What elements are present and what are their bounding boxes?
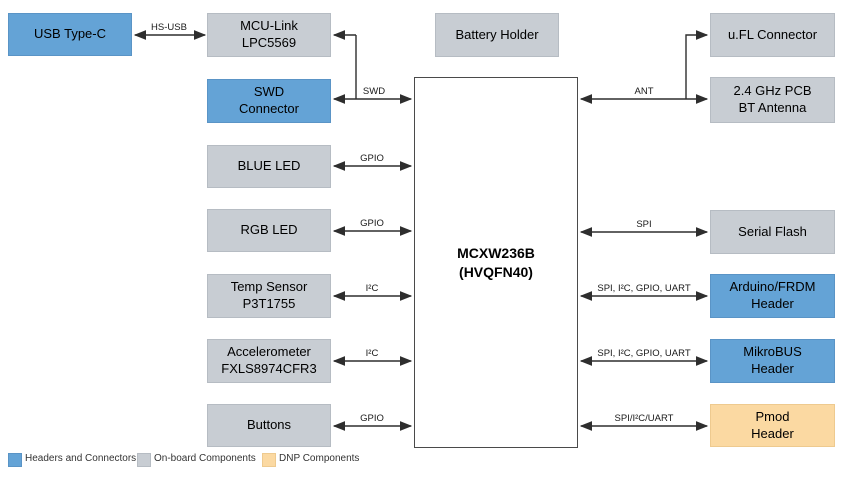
node-ufl-connector: u.FL Connector xyxy=(710,13,835,57)
node-serial-flash: Serial Flash xyxy=(710,210,835,254)
label-i2c-temp: I²C xyxy=(365,283,379,294)
node-swd-connector: SWD Connector xyxy=(207,79,331,123)
label-swd: SWD xyxy=(362,86,386,97)
label-gpio-blue: GPIO xyxy=(360,153,384,164)
label-hs-usb: HS-USB xyxy=(151,22,187,33)
legend-swatch-dnp xyxy=(262,453,276,467)
node-mikrobus-header: MikroBUS Header xyxy=(710,339,835,383)
label-gpio-buttons: GPIO xyxy=(360,413,384,424)
node-bt-antenna: 2.4 GHz PCB BT Antenna xyxy=(710,77,835,123)
node-arduino-frdm-header: Arduino/FRDM Header xyxy=(710,274,835,318)
label-pmod-bus: SPI/I²C/UART xyxy=(614,413,674,424)
node-battery-holder: Battery Holder xyxy=(435,13,559,57)
node-accelerometer: Accelerometer FXLS8974CFR3 xyxy=(207,339,331,383)
label-arduino-bus: SPI, I²C, GPIO, UART xyxy=(597,283,691,294)
node-mcxw236b-chip: MCXW236B (HVQFN40) xyxy=(414,77,578,448)
legend: Headers and Connectors On-board Componen… xyxy=(0,451,850,471)
legend-swatch-headers-connectors xyxy=(8,453,22,467)
node-usb-type-c: USB Type-C xyxy=(8,13,132,56)
label-i2c-accel: I²C xyxy=(365,348,379,359)
node-rgb-led: RGB LED xyxy=(207,209,331,252)
ant-branch-to-ufl xyxy=(685,30,709,99)
label-gpio-rgb: GPIO xyxy=(360,218,384,229)
label-ant: ANT xyxy=(634,86,654,97)
node-buttons: Buttons xyxy=(207,404,331,447)
node-temp-sensor: Temp Sensor P3T1755 xyxy=(207,274,331,318)
legend-swatch-onboard xyxy=(137,453,151,467)
legend-label-dnp: DNP Components xyxy=(279,453,360,464)
label-spi: SPI xyxy=(636,219,652,230)
legend-label-onboard: On-board Components xyxy=(154,453,256,464)
legend-label-headers-connectors: Headers and Connectors xyxy=(25,453,137,464)
node-mcu-link: MCU-Link LPC5569 xyxy=(207,13,331,57)
label-mikrobus-bus: SPI, I²C, GPIO, UART xyxy=(597,348,691,359)
node-pmod-header: Pmod Header xyxy=(710,404,835,447)
node-blue-led: BLUE LED xyxy=(207,145,331,188)
